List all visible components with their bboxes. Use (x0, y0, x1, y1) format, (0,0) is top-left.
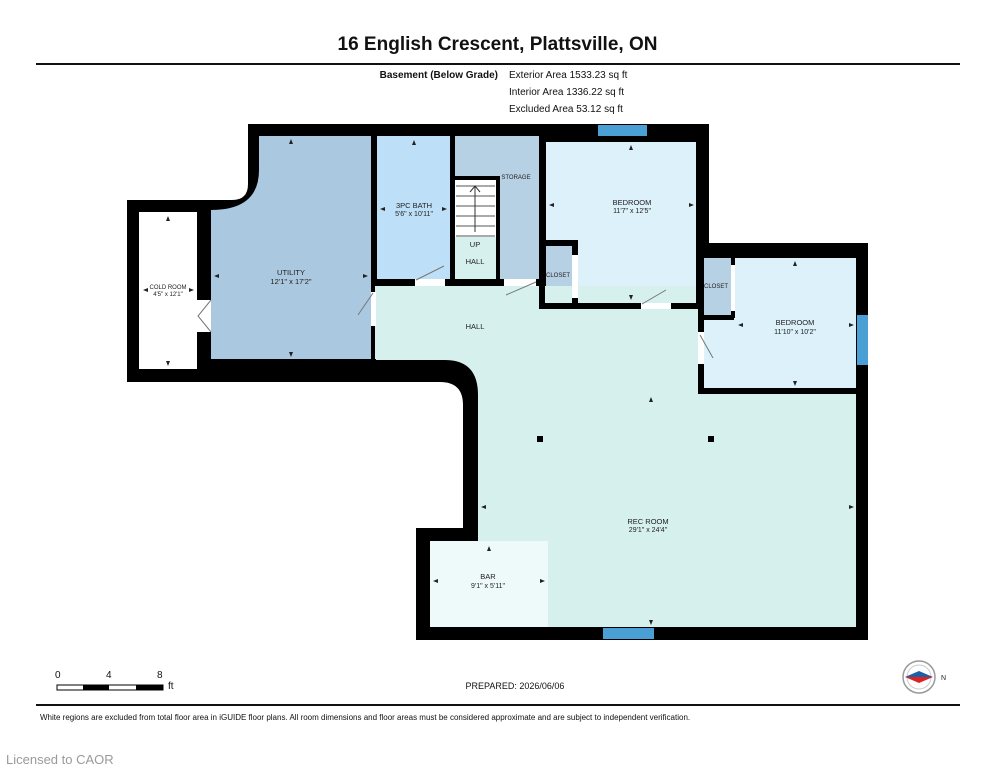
scale-label-4: 4 (106, 670, 112, 681)
cold-room-name: COLD ROOM (149, 285, 186, 291)
excluded-area: Excluded Area 53.12 sq ft (509, 104, 623, 115)
hall-and-rec-room (375, 286, 856, 627)
compass-icon (902, 660, 936, 694)
bar-dims: 9'1" x 5'11" (471, 583, 505, 590)
utility-name: UTILITY (277, 268, 305, 277)
closet-2-name: CLOSET (704, 284, 728, 290)
wall (698, 252, 704, 394)
hall-name: HALL (466, 322, 485, 331)
scale-label-8: 8 (157, 670, 163, 681)
window (603, 628, 654, 639)
support-post (537, 436, 543, 442)
bath-dims: 5'6" x 10'11" (395, 211, 433, 218)
dimension-ticks (143, 139, 854, 625)
exterior-area: Exterior Area 1533.23 sq ft (509, 70, 628, 81)
page-title: 16 English Crescent, Plattsville, ON (337, 34, 658, 55)
utility-dims: 12'1" x 17'2" (270, 277, 311, 286)
rec-room-name: REC ROOM (627, 517, 668, 526)
stair-wall (452, 176, 498, 180)
cold-room (139, 212, 197, 369)
wall (698, 388, 862, 394)
stair-arrow-icon (469, 185, 481, 232)
wall (450, 136, 455, 286)
bedroom-2-dims: 11'10" x 10'2" (774, 329, 816, 336)
wall (208, 359, 376, 363)
stair-hall (455, 237, 498, 279)
stair-hall-name: HALL (466, 257, 485, 266)
bar-name: BAR (480, 572, 496, 581)
window (598, 125, 647, 136)
wall (376, 279, 546, 286)
bar-area (430, 541, 548, 627)
wall (539, 303, 701, 309)
scale-unit: ft (168, 681, 174, 692)
interior-area: Interior Area 1336.22 sq ft (509, 87, 625, 98)
floor-label: Basement (Below Grade) (379, 70, 498, 81)
scale-bar (56, 684, 164, 691)
wall (197, 200, 211, 382)
bath-name: 3PC BATH (396, 201, 432, 210)
wall (371, 136, 376, 286)
footer-divider (36, 704, 960, 706)
utility-room (211, 136, 371, 359)
wall (696, 142, 702, 308)
up-label: UP (470, 240, 480, 249)
bedroom-1-name: BEDROOM (613, 198, 652, 207)
window (857, 315, 868, 365)
title-divider (36, 63, 960, 65)
scale-label-0: 0 (55, 670, 61, 681)
wall (542, 240, 578, 246)
footnote: White regions are excluded from total fl… (40, 713, 691, 722)
wall (698, 315, 734, 320)
compass-north-label: N (941, 675, 946, 682)
doors (197, 255, 735, 364)
closet-1-name: CLOSET (546, 273, 570, 279)
bedroom-1-dims: 11'7" x 12'5" (613, 208, 651, 215)
storage-name: STORAGE (501, 175, 530, 181)
closet-2-fill (703, 258, 731, 315)
license-watermark: Licensed to CAOR (6, 752, 114, 767)
stair-wall (496, 176, 500, 281)
prepared-date: PREPARED: 2026/06/06 (465, 681, 565, 691)
bath-room (377, 136, 450, 279)
support-post (708, 436, 714, 442)
cold-room-dims: 4'5" x 12'1" (153, 292, 183, 298)
rec-room-dims: 29'1" x 24'4" (629, 527, 668, 534)
bedroom-2-name: BEDROOM (776, 318, 815, 327)
wall (539, 136, 545, 308)
